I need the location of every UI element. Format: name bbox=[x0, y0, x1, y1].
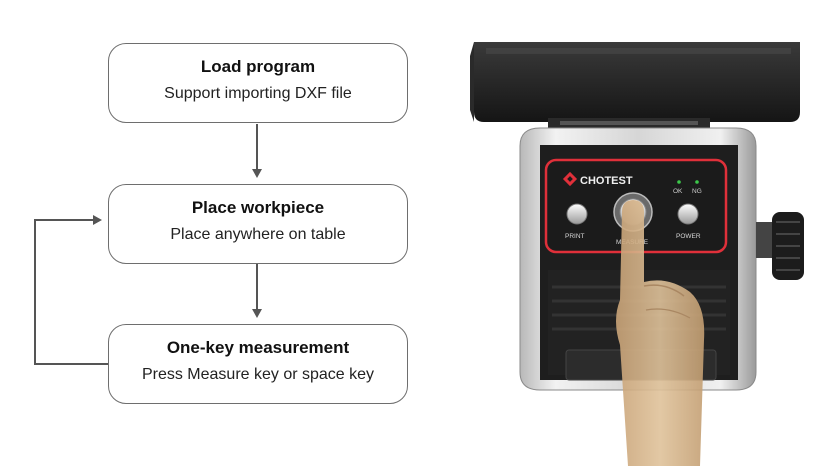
print-button[interactable] bbox=[566, 203, 588, 225]
power-button[interactable] bbox=[677, 203, 699, 225]
flow-connectors bbox=[34, 124, 262, 365]
step-description: Press Measure key or space key bbox=[141, 366, 375, 383]
measuring-device-illustration: CHOTEST OK NG PRINT MEASURE POWER bbox=[470, 42, 804, 466]
step-place-workpiece: Place workpiece Place anywhere on table bbox=[108, 184, 408, 264]
ok-led-icon bbox=[677, 180, 681, 184]
step-title: Load program bbox=[200, 57, 316, 76]
hand-pressing-icon bbox=[616, 200, 705, 466]
ng-indicator-label: NG bbox=[692, 188, 702, 195]
step-title: Place workpiece bbox=[191, 198, 325, 217]
ng-led-icon bbox=[695, 180, 699, 184]
step-description: Place anywhere on table bbox=[170, 226, 346, 243]
loop-back-arrow bbox=[34, 215, 108, 365]
side-knob bbox=[756, 212, 804, 280]
brand-name: CHOTEST bbox=[580, 175, 633, 187]
step-description: Support importing DXF file bbox=[164, 85, 352, 102]
step-title: One-key measurement bbox=[166, 338, 350, 357]
step-load-program: Load program Support importing DXF file bbox=[108, 43, 408, 123]
print-button-label: PRINT bbox=[565, 233, 585, 240]
device-head bbox=[470, 42, 800, 122]
ok-indicator-label: OK bbox=[673, 188, 683, 195]
step-one-key-measurement: One-key measurement Press Measure key or… bbox=[108, 324, 408, 404]
power-button-label: POWER bbox=[676, 233, 701, 240]
